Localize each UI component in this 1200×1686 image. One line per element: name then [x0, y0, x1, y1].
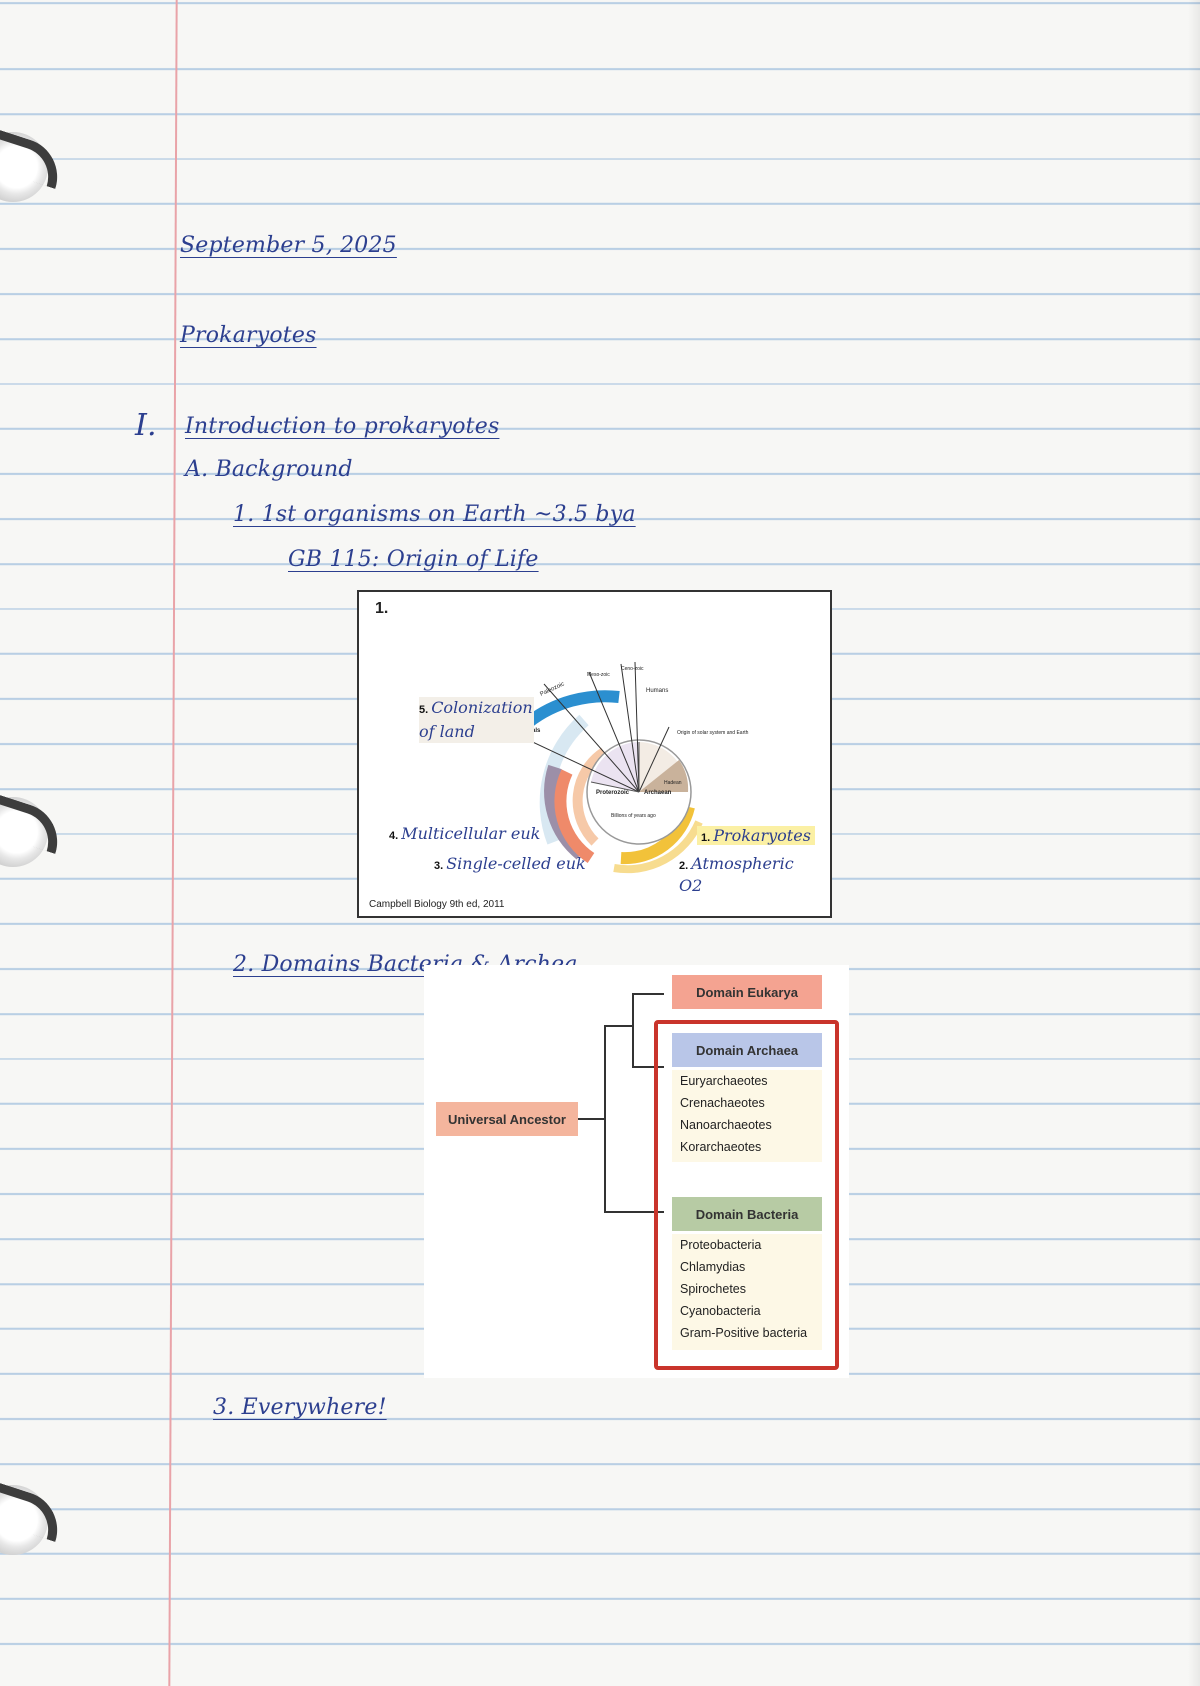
subsection-heading: A. Background [185, 457, 353, 482]
domain-archaea-box: Domain Archaea [672, 1033, 822, 1067]
archaea-group: Korarchaeotes [680, 1140, 762, 1154]
annotation-colonization: 5.Colonization of land [419, 697, 534, 743]
label-hadean: Hadean [664, 780, 682, 786]
annotation-multicellular: 4.Multicellular euk [389, 824, 541, 843]
connector [632, 1066, 664, 1068]
era-line [588, 671, 640, 793]
note-reference: GB 115: Origin of Life [288, 547, 539, 572]
label-billions-years: Billions of years ago [611, 813, 656, 819]
era-line [620, 663, 640, 793]
bacteria-group-list: Proteobacteria Chlamydias Spirochetes Cy… [672, 1234, 822, 1350]
arc-oxygen [572, 747, 607, 846]
note-date: September 5, 2025 [180, 233, 397, 258]
annotation-single-celled: 3.Single-celled euk [434, 854, 586, 873]
connector [604, 1025, 632, 1027]
label-archaean: Archaean [644, 790, 672, 796]
figure-credit: Campbell Biology 9th ed, 2011 [369, 899, 505, 910]
era-line [590, 781, 640, 793]
margin-line [168, 0, 178, 1686]
bacteria-group: Proteobacteria [680, 1238, 762, 1252]
figure-number: 1. [375, 600, 389, 617]
proterozoic-wedge [591, 742, 639, 792]
archaea-group-list: Euryarchaeotes Crenachaeotes Nanoarchaeo… [672, 1070, 822, 1162]
hadean-wedge [639, 760, 689, 792]
label-origin-earth: Origin of solar system and Earth [677, 730, 749, 736]
connector [604, 1211, 664, 1213]
archaea-group: Crenachaeotes [680, 1096, 765, 1110]
note-point-3: 3. Everywhere! [213, 1395, 387, 1420]
connector [578, 1118, 604, 1120]
connector [632, 993, 664, 995]
connector [632, 993, 634, 1068]
geologic-clock-diagram: Paleozoic Meso-zoic Ceno-zoic Humans Ani… [506, 661, 749, 874]
archaea-group: Nanoarchaeotes [680, 1118, 772, 1132]
universal-ancestor-box: Universal Ancestor [436, 1102, 578, 1136]
bacteria-group: Chlamydias [680, 1260, 746, 1274]
era-line [543, 683, 640, 793]
geologic-clock-figure: 1. Paleozoic Meso-zoic [357, 590, 832, 918]
era-line [638, 726, 670, 793]
bacteria-group: Spirochetes [680, 1282, 747, 1296]
section-heading: Introduction to prokaryotes [185, 414, 500, 439]
prokaryote-highlight-frame [654, 1020, 839, 1370]
arc-colonization-land [525, 690, 620, 727]
label-proterozoic: Proterozoic [596, 790, 630, 796]
domain-eukarya-box: Domain Eukarya [672, 975, 822, 1009]
label-humans: Humans [646, 688, 668, 694]
note-title: Prokaryotes [180, 323, 317, 348]
page-edge-shadow [1188, 0, 1200, 1686]
note-point-1: 1. 1st organisms on Earth ~3.5 bya [233, 502, 636, 527]
connector [604, 1025, 606, 1213]
label-cenozoic: Ceno-zoic [621, 666, 644, 672]
arc-atmospheric-o2 [613, 820, 703, 874]
arc-prokaryotes [620, 805, 695, 865]
annotation-atmospheric-o2: 2.Atmospheric O2 [679, 854, 794, 895]
domains-tree-figure: Universal Ancestor Domain Eukarya Domain… [424, 965, 849, 1378]
section-numeral: I. [135, 408, 157, 443]
era-line [634, 661, 640, 793]
bacteria-group: Gram-Positive bacteria [680, 1326, 808, 1340]
label-paleozoic: Paleozoic [539, 681, 565, 697]
bacteria-group: Cyanobacteria [680, 1304, 761, 1318]
label-mesozoic: Meso-zoic [587, 672, 610, 678]
domain-bacteria-box: Domain Bacteria [672, 1197, 822, 1231]
arc-single-celled [554, 769, 595, 864]
annotation-prokaryotes: 1.Prokaryotes [697, 826, 815, 845]
archaea-group: Euryarchaeotes [680, 1074, 768, 1088]
